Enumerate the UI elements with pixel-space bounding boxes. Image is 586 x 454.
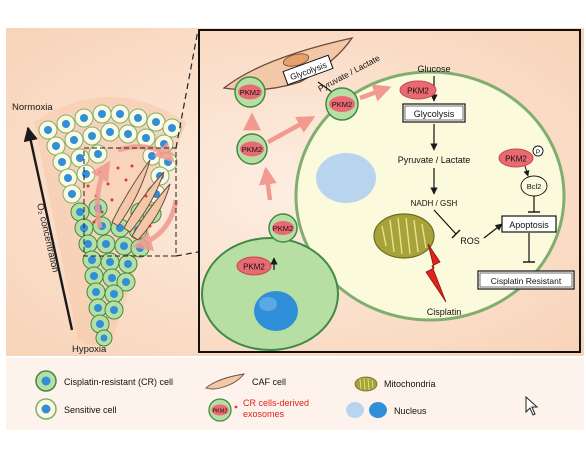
bcl2-label: Bcl2 xyxy=(527,182,542,191)
legend-pkm2-text: PKM2 xyxy=(213,409,228,415)
legend-mitochondria-icon xyxy=(354,376,378,392)
glycolysis-box xyxy=(402,103,466,123)
tumor-cone xyxy=(34,97,186,347)
cisplatin-resistant-label: Cisplatin Resistant xyxy=(491,276,562,286)
glycolysis-label: Glycolysis xyxy=(414,109,455,119)
mouse-pointer-icon xyxy=(525,396,539,416)
pkm2-label-7: PKM2 xyxy=(505,155,527,164)
legend-nucleus-light-icon xyxy=(346,402,364,418)
legend-exosomes-line1: CR cells-derived xyxy=(243,398,309,408)
mechanism-panel xyxy=(198,29,581,353)
legend-nucleus-dark-icon xyxy=(369,402,387,418)
legend-caf-label: CAF cell xyxy=(252,377,286,387)
pkm2-exosome-mid: PKM2 xyxy=(236,133,268,165)
projection-line-bottom xyxy=(175,251,199,257)
pkm2-exosome-chain: PKM2 PKM2 PKM2 PKM2 PKM2 xyxy=(234,76,392,276)
nadh-inhibit-line xyxy=(433,209,457,235)
ros-arrow xyxy=(483,223,503,239)
pkm2-exosome-right: PKM2 xyxy=(325,87,359,121)
pkm2-label-2: PKM2 xyxy=(273,224,293,233)
pkm2-exosome-top: PKM2 xyxy=(234,76,266,108)
apoptosis-box xyxy=(501,215,557,233)
pkm2-exosome-exiting: PKM2 xyxy=(268,213,298,243)
legend-sensitive-cell-icon xyxy=(35,398,57,420)
pkm2-glycolysis-enzyme: PKM2 xyxy=(399,80,437,100)
zoom-region-box xyxy=(83,147,177,257)
ros-label: ROS xyxy=(460,236,480,246)
pkm2-label-1: PKM2 xyxy=(243,263,265,272)
legend-mitochondria-label: Mitochondria xyxy=(384,379,436,389)
o2-axis xyxy=(23,126,74,331)
phospho-label: P xyxy=(536,149,540,156)
pkm2-bcl2-complex: PKM2 P Bcl2 xyxy=(498,145,548,213)
nadh-gsh-label: NADH / GSH xyxy=(411,199,458,208)
cisplatin-resistant-box xyxy=(477,270,575,290)
legend: Cisplatin-resistant (CR) cell Sensitive … xyxy=(35,370,436,422)
cisplatin-label: Cisplatin xyxy=(427,307,462,317)
legend-cr-cell-icon xyxy=(35,370,57,392)
legend-nucleus-label: Nucleus xyxy=(394,406,427,416)
cr-cell xyxy=(201,237,339,351)
sensitive-cell-nucleus xyxy=(316,153,376,203)
sensitive-cell-large xyxy=(294,70,566,322)
glycolysis-box-inner xyxy=(404,105,464,121)
pyruvate-lactate-label: Pyruvate / Lactate xyxy=(398,155,471,165)
legend-cr-cell-label: Cisplatin-resistant (CR) cell xyxy=(64,377,173,387)
glucose-label: Glucose xyxy=(417,64,450,74)
caf-cells-left xyxy=(111,159,171,241)
sensitive-cells-region xyxy=(38,104,182,204)
legend-sensitive-cell-label: Sensitive cell xyxy=(64,405,117,415)
legend-caf-icon xyxy=(205,373,246,390)
apoptosis-label: Apoptosis xyxy=(509,220,549,230)
pkm2-label-3: PKM2 xyxy=(242,145,262,154)
pkm2-label-5: PKM2 xyxy=(332,100,352,109)
cisplatin-resistant-box-inner xyxy=(479,272,573,288)
exosome-dots-left xyxy=(86,164,152,228)
normoxia-label: Normoxia xyxy=(12,102,53,113)
projection-line-top xyxy=(175,29,199,149)
pkm2-exosome-crcell: PKM2 xyxy=(236,256,278,276)
legend-exosomes-line2: exosomes xyxy=(243,409,285,419)
pkm2-label-4: PKM2 xyxy=(240,88,260,97)
legend-background xyxy=(6,358,584,430)
cisplatin-bolt xyxy=(425,243,447,303)
nadh-inhibit-bar xyxy=(451,229,461,239)
pkm2-label-6: PKM2 xyxy=(407,87,429,96)
legend-exosome-icon: PKM2 xyxy=(208,398,238,422)
hypoxia-label: Hypoxia xyxy=(72,344,107,355)
mitochondrion xyxy=(373,213,435,259)
